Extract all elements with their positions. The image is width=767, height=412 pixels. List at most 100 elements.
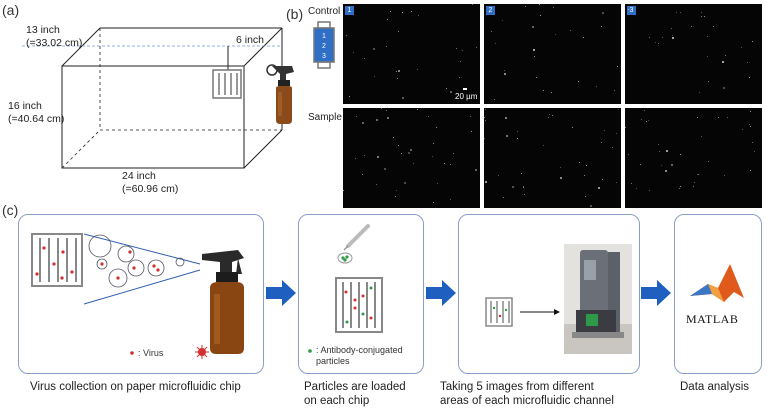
fluorescent-particle <box>433 202 434 203</box>
fluorescent-particle <box>713 26 714 27</box>
fluorescent-particle <box>418 15 419 16</box>
fluorescent-particle <box>504 73 506 75</box>
fluorescent-particle <box>533 49 535 51</box>
fluorescent-particle <box>614 90 615 91</box>
fluorescent-particle <box>402 12 403 13</box>
fluorescent-particle <box>355 158 356 159</box>
fluorescent-particle <box>539 4 540 5</box>
fluorescent-particle <box>665 170 667 172</box>
fluorescent-particle <box>397 78 398 79</box>
chip-number-badge: 2 <box>486 6 495 15</box>
fluorescent-particle <box>662 37 663 38</box>
fluorescent-particle <box>698 174 699 175</box>
fluorescent-particle <box>560 177 562 179</box>
fluorescent-particle <box>377 156 379 158</box>
fluorescent-particle <box>680 12 681 13</box>
fluorescent-particle <box>625 127 626 128</box>
fluorescent-particle <box>540 15 541 16</box>
matlab-logo-icon <box>690 264 744 302</box>
width-cm-label: (=60.96 cm) <box>122 183 179 195</box>
panel-c-label: (c) <box>2 202 19 218</box>
fluorescent-particle <box>658 144 659 145</box>
micro-sample-2 <box>484 108 621 208</box>
paper-chip-icon <box>31 233 83 287</box>
fluorescent-particle <box>470 116 471 117</box>
fluorescent-particle <box>433 143 434 144</box>
fluorescent-particle <box>586 165 587 166</box>
fluorescent-particle <box>549 114 550 115</box>
fluorescent-particle <box>485 181 487 183</box>
fluorescent-particle <box>376 184 377 185</box>
fluorescent-particle <box>346 35 347 36</box>
fluorescent-particle <box>693 186 694 187</box>
fluorescent-particle <box>749 77 750 78</box>
fluorescent-particle <box>450 164 451 165</box>
fluorescent-particle <box>659 151 660 152</box>
pipette-icon <box>343 224 370 251</box>
micro-sample-3 <box>625 108 762 208</box>
fluorescent-particle <box>417 69 418 70</box>
fluorescent-particle <box>436 127 437 128</box>
fluorescent-particle <box>543 145 544 146</box>
fluorescent-particle <box>484 138 485 139</box>
fluorescent-particle <box>655 42 656 43</box>
fluorescent-particle <box>572 127 573 128</box>
fluorescent-particle <box>590 205 592 207</box>
depth-label: 6 inch <box>236 34 265 46</box>
arrow-icon <box>266 280 296 306</box>
fluorescent-particle <box>553 7 554 8</box>
fluorescent-particle <box>585 196 586 197</box>
fluorescent-particle <box>462 50 463 51</box>
fluorescent-particle <box>374 76 375 77</box>
fluorescent-particle <box>601 26 602 27</box>
fluorescent-particle <box>373 48 375 50</box>
height-top-cm-label: (=33.02 cm) <box>26 37 83 49</box>
fluorescent-particle <box>512 186 514 188</box>
height-top-label: 13 inch <box>26 24 60 36</box>
fluorescent-particle <box>707 56 708 57</box>
fluorescent-particle <box>727 117 728 118</box>
fluorescent-particle <box>517 138 518 139</box>
fluorescent-particle <box>680 154 681 155</box>
fluorescent-particle <box>524 194 525 195</box>
micro-control-3: 3 <box>625 4 762 104</box>
fluorescent-particle <box>602 12 604 14</box>
row-sample-label: Sample <box>308 112 342 123</box>
fluorescent-particle <box>525 6 526 7</box>
virus-legend-label: : Virus <box>138 348 164 358</box>
particle-loading-illustration <box>308 224 383 353</box>
fluorescent-particle <box>560 167 561 168</box>
fluorescent-particle <box>548 117 549 118</box>
fluorescent-particle <box>708 81 709 82</box>
fluorescent-particle <box>704 16 705 17</box>
fluorescent-particle <box>697 174 698 175</box>
fluorescent-particle <box>551 92 552 93</box>
fluorescent-particle <box>649 37 650 38</box>
chip-number-badge: 1 <box>345 6 354 15</box>
paper-chip-icon <box>335 277 383 333</box>
fluorescent-particle <box>552 115 553 116</box>
fluorescent-particle <box>471 131 472 132</box>
virus-icon <box>195 345 209 359</box>
fluorescent-particle <box>691 26 692 27</box>
fluorescent-particle <box>505 117 507 119</box>
fluorescent-particle <box>707 36 708 37</box>
fluorescent-particle <box>485 120 486 121</box>
fluorescent-particle <box>349 96 350 97</box>
fluorescent-particle <box>602 179 603 180</box>
arrow-icon <box>426 280 456 306</box>
fluorescent-particle <box>701 136 702 137</box>
fluorescent-particle <box>364 155 365 156</box>
fluorescent-particle <box>413 163 414 164</box>
caption-particle-loading-line1: Particles are loaded <box>304 381 406 393</box>
fluorescent-particle <box>460 61 461 62</box>
fluorescent-particle <box>453 153 454 154</box>
fluorescent-particle <box>752 142 753 143</box>
fluorescent-particle <box>484 117 485 118</box>
fluorescent-particle <box>489 12 490 13</box>
fluorescent-particle <box>701 12 702 13</box>
fluorescent-particle <box>699 92 700 93</box>
fluorescent-particle <box>376 119 378 121</box>
chamber-diagram <box>22 27 294 169</box>
fluorescent-particle <box>641 119 642 120</box>
